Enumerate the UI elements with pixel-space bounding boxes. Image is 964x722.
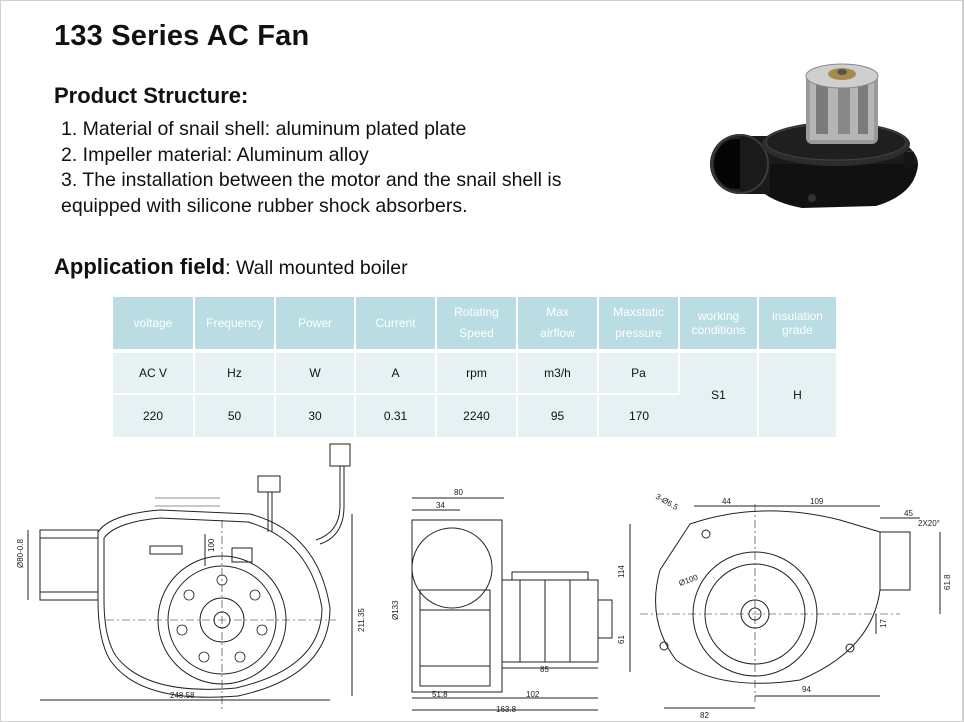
header-power: Power [275,297,356,351]
dim-right-45: 45 [904,509,913,518]
dim-mid-102: 102 [526,690,540,699]
value-cell: 0.31 [355,393,437,437]
header-voltage: voltage [113,297,195,351]
unit-cell: W [275,349,356,394]
dim-right-61-8: 61.8 [943,574,952,590]
right-view [629,504,941,709]
dim-mid-163-8: 163.8 [496,705,517,714]
dim-right-61: 61 [617,635,626,644]
dim-mid-85: 85 [540,665,549,674]
structure-item: equipped with silicone rubber shock abso… [61,194,468,217]
dim-right-17: 17 [879,619,888,628]
structure-list: 1. Material of snail shell: aluminum pla… [61,117,561,219]
dim-right-114: 114 [617,565,626,578]
application-field-separator: : [225,257,231,279]
dim-right-109: 109 [810,497,824,506]
spec-table: voltage Frequency Power Current Rotating… [113,297,836,437]
dim-right-angle: 2X20° [918,519,940,528]
unit-cell: A [355,349,437,394]
working-conditions-value: S1 [679,349,759,437]
value-cell: 95 [517,393,599,437]
unit-cell: m3/h [517,349,599,394]
application-field-value: Wall mounted boiler [230,257,408,279]
spec-value-row: 220 50 30 0.31 2240 95 170 [113,393,836,437]
value-cell: 170 [598,393,679,437]
header-current: Current [355,297,437,351]
value-cell: 220 [113,393,195,437]
dim-right-82: 82 [700,711,709,720]
dim-right-diameter: Ø100 [678,573,700,588]
dim-mid-51-8: 51.8 [432,690,448,699]
structure-item: 3. The installation between the motor an… [61,169,562,191]
unit-cell: Hz [194,349,276,394]
spec-unit-row: AC V Hz W A rpm m3/h Pa S1 H [113,349,836,437]
unit-cell: rpm [436,349,518,394]
structure-item: 1. Material of snail shell: aluminum pla… [61,118,467,140]
value-cell: 30 [275,393,356,437]
dim-right-44: 44 [722,497,731,506]
dim-right-holes: 3-Ø6.5 [654,492,680,512]
value-cell: 2240 [436,393,518,437]
technical-drawing: Ø80-0.8 100 211.35 248.58 Ø133 80 34 85 … [16,443,952,720]
structure-item: 2. Impeller material: Aluminum alloy [61,143,369,166]
dim-left-outlet: Ø80-0.8 [16,539,25,568]
unit-cell: AC V [113,349,195,394]
value-cell: 50 [194,393,276,437]
dim-left-diameter: Ø133 [391,600,400,620]
product-photo [710,63,918,208]
header-frequency: Frequency [194,297,276,351]
dim-right-94: 94 [802,685,811,694]
dim-left-100: 100 [207,538,216,552]
unit-cell: Pa [598,349,680,394]
insulation-grade-value: H [758,349,836,437]
middle-view [411,497,613,711]
dim-mid-80: 80 [454,488,463,497]
left-view [27,443,353,710]
application-field-label: Application field [54,254,226,279]
dim-left-width: 248.58 [170,691,195,700]
application-field: Application field: Wall mounted boiler [54,254,408,280]
dim-left-height: 211.35 [357,608,366,632]
page-title: 133 Series AC Fan [54,20,310,52]
dim-mid-34: 34 [436,501,445,510]
product-structure-heading: Product Structure: [54,83,249,108]
spec-header-row: voltage Frequency Power Current Rotating… [113,297,836,351]
